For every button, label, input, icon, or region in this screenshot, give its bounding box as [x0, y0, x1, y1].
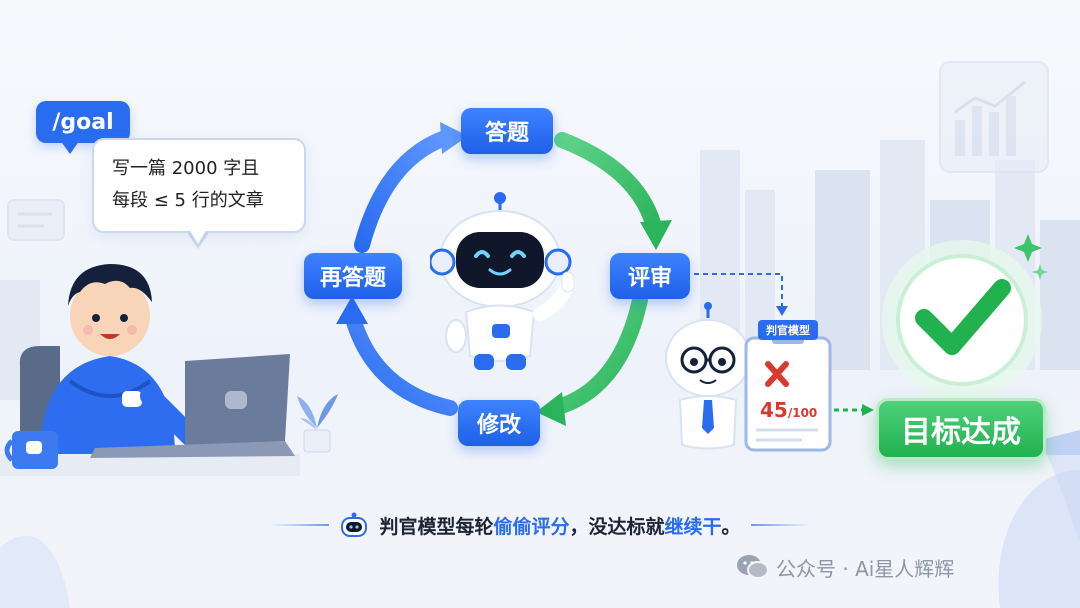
caption-part-3: ，没达标就 — [569, 515, 665, 538]
judge-to-result-connector — [834, 404, 874, 416]
arrowhead-review — [640, 220, 672, 250]
judge-model-label: 判官模型 — [758, 320, 818, 340]
task-bubble: 写一篇 2000 字且 每段 ≤ 5 行的文章 — [92, 138, 306, 233]
step-reanswer-label: 再答题 — [319, 266, 386, 291]
score-value: 45 — [760, 398, 788, 422]
goal-achieved-text: 目标达成 — [901, 415, 1021, 450]
caption-text: 判官模型每轮偷偷评分，没达标就继续干。 — [379, 512, 740, 539]
step-answer: 答题 — [461, 108, 553, 154]
arrow-review-to-revise — [547, 292, 648, 416]
step-revise-label: 修改 — [476, 413, 521, 438]
command-text: /goal — [52, 109, 114, 135]
goal-achieved-badge: 目标达成 — [876, 398, 1046, 460]
step-review-label: 评审 — [627, 266, 672, 291]
step-review: 评审 — [610, 253, 690, 299]
judge-robot-illustration — [665, 302, 751, 450]
caption-highlight-1: 偷偷评分 — [493, 515, 570, 538]
judge-label-text: 判官模型 — [766, 324, 810, 337]
task-line-1: 写一篇 2000 字且 — [112, 158, 260, 179]
caption-highlight-2: 继续干 — [664, 515, 722, 538]
chat-icon-decoration — [7, 199, 65, 241]
caption-part-1: 判官模型每轮 — [379, 515, 494, 538]
success-check-icon — [882, 234, 1048, 400]
potted-plant-illustration — [297, 394, 338, 453]
step-answer-label: 答题 — [484, 121, 529, 146]
arrow-reanswer-to-answer — [354, 130, 453, 253]
watermark: 公众号 · Ai星人辉辉 — [736, 552, 1056, 582]
review-to-judge-connector — [694, 273, 788, 316]
score-total: /100 — [787, 406, 818, 420]
watermark-text: 公众号 · Ai星人辉辉 — [776, 556, 955, 581]
assistant-robot-illustration — [430, 192, 575, 370]
caption-part-5: 。 — [721, 515, 741, 538]
step-reanswer: 再答题 — [304, 253, 402, 299]
task-line-2: 每段 ≤ 5 行的文章 — [112, 190, 264, 211]
cycle-arrows — [336, 122, 672, 426]
judge-score: 45/100 — [760, 398, 830, 424]
caption-divider-left — [269, 524, 330, 526]
command-bubble: /goal — [36, 101, 130, 143]
arrowhead-revise — [536, 392, 566, 426]
scorecard-clipboard — [744, 332, 832, 452]
caption-divider-right — [750, 524, 811, 526]
arrowhead-answer — [440, 122, 468, 154]
arrow-answer-to-review — [554, 132, 663, 238]
command-bubble-tail — [60, 140, 80, 154]
person-at-laptop-illustration — [0, 264, 300, 476]
arrowhead-reanswer — [336, 296, 368, 324]
caption-bar: 判官模型每轮偷偷评分，没达标就继续干。 — [170, 508, 910, 542]
step-revise: 修改 — [458, 400, 540, 446]
robot-face-icon — [341, 512, 368, 537]
chart-card-decoration — [939, 61, 1049, 173]
fail-cross-icon — [765, 361, 789, 387]
wechat-icon — [737, 555, 769, 579]
task-bubble-tail-inner — [189, 229, 207, 244]
arrow-revise-to-reanswer — [344, 307, 458, 416]
